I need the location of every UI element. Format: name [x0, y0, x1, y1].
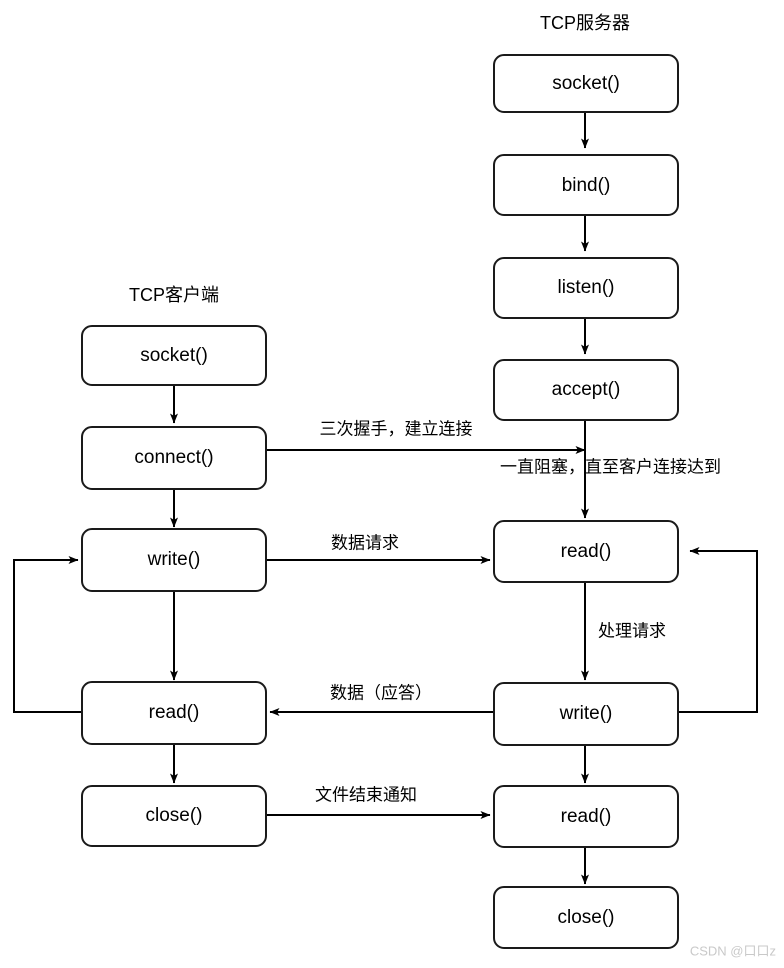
- server-column-title: TCP服务器: [540, 13, 630, 33]
- server-node-close-label: close(): [557, 907, 614, 928]
- server-node-write-box: [493, 682, 679, 746]
- server-node-bind-box: [493, 154, 679, 216]
- client-node-write-box: [81, 528, 267, 592]
- watermark-label: CSDN @口口z: [690, 943, 776, 958]
- edge-label-data-response: 数据（应答）: [330, 683, 432, 702]
- client-node-connect-label: connect(): [134, 447, 213, 468]
- edge-label-eof-notice: 文件结束通知: [315, 785, 417, 804]
- server-node-close-box: [493, 886, 679, 949]
- server-node-bind[interactable]: bind(): [493, 154, 679, 216]
- client-node-close-box: [81, 785, 267, 847]
- server-node-bind-label: bind(): [562, 175, 611, 196]
- client-node-connect-box: [81, 426, 267, 490]
- server-node-accept-box: [493, 359, 679, 421]
- client-column-title: TCP客户端: [129, 285, 219, 305]
- server-node-accept-label: accept(): [552, 379, 621, 400]
- client-node-socket[interactable]: socket(): [81, 325, 267, 386]
- server-node-read[interactable]: read(): [493, 520, 679, 583]
- server-node-read-label: read(): [561, 541, 612, 562]
- client-node-read[interactable]: read(): [81, 681, 267, 745]
- server-node-accept[interactable]: accept(): [493, 359, 679, 421]
- edge-server-loop-write-to-read: [678, 547, 758, 713]
- edge-label-process-request: 处理请求: [598, 621, 666, 640]
- server-node-close[interactable]: close(): [493, 886, 679, 949]
- client-node-close-label: close(): [145, 805, 202, 826]
- server-node-write[interactable]: write(): [493, 682, 679, 746]
- client-node-read-box: [81, 681, 267, 745]
- server-node-socket-box: [493, 54, 679, 113]
- server-node-listen-box: [493, 257, 679, 319]
- client-node-connect[interactable]: connect(): [81, 426, 267, 490]
- server-node-listen-label: listen(): [557, 277, 614, 298]
- server-node-read2-box: [493, 785, 679, 848]
- server-node-socket-label: socket(): [552, 73, 620, 94]
- server-node-read-box: [493, 520, 679, 583]
- server-node-read2-label: read(): [561, 806, 612, 827]
- server-node-socket[interactable]: socket(): [493, 54, 679, 113]
- edge-label-blocking: 一直阻塞，直至客户连接达到: [500, 457, 721, 476]
- edge-label-data-request: 数据请求: [331, 533, 399, 552]
- server-node-listen[interactable]: listen(): [493, 257, 679, 319]
- server-node-write-label: write(): [559, 703, 613, 724]
- edge-label-handshake: 三次握手，建立连接: [320, 419, 473, 438]
- client-node-write-label: write(): [147, 549, 201, 570]
- server-node-read2[interactable]: read(): [493, 785, 679, 848]
- client-node-write[interactable]: write(): [81, 528, 267, 592]
- client-node-socket-label: socket(): [140, 345, 208, 366]
- edge-client-loop-read-to-write: [13, 556, 82, 713]
- client-node-socket-box: [81, 325, 267, 386]
- client-node-close[interactable]: close(): [81, 785, 267, 847]
- client-node-read-label: read(): [149, 702, 200, 723]
